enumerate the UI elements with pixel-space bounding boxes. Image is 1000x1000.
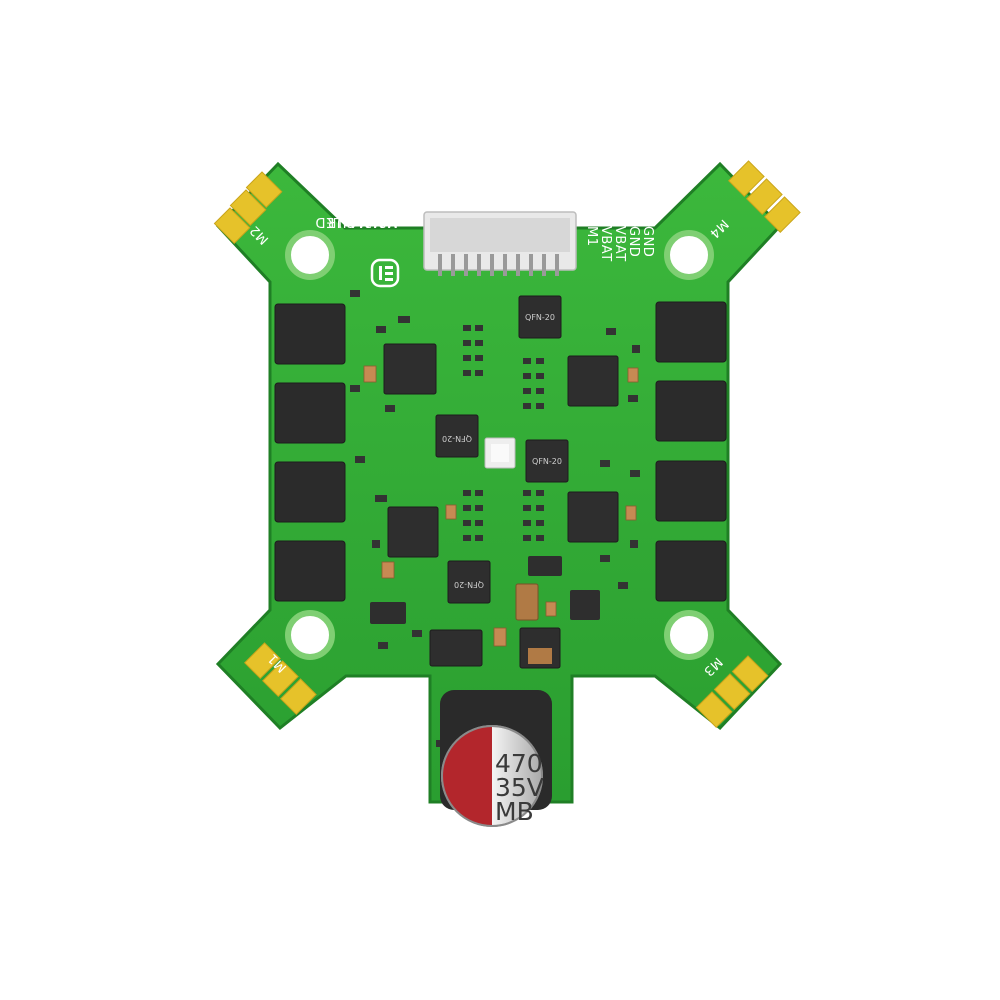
chip-label: QFN-20 [442, 434, 472, 443]
pin-label: VBAT [612, 226, 627, 262]
qfn-chip-top: QFN-20 [518, 295, 562, 339]
qfn-chip-bottom: QFN-20 [447, 560, 491, 604]
small-capacitors [363, 365, 639, 647]
capacitor-series: MB [495, 797, 534, 826]
capacitor-voltage: 35V [495, 773, 544, 802]
pin-label: GND [626, 226, 641, 257]
pin-label: VBAT [598, 226, 613, 262]
pin-label: CUR [327, 214, 356, 229]
chip-label: QFN-20 [525, 313, 555, 322]
pin-label: M3 [364, 214, 385, 229]
chip-label: QFN-20 [532, 457, 562, 466]
chip-label: QFN-20 [454, 580, 484, 589]
pin-label: LED [315, 214, 342, 229]
mosfets-right [655, 301, 727, 602]
qfn-chip-center-left: QFN-20 [435, 414, 479, 458]
brand-logo-icon [370, 258, 400, 288]
pin-label: GND [640, 226, 655, 257]
electrolytic-capacitor: 470 35V MB [440, 690, 552, 827]
qfn-chip-center-right: QFN-20 [525, 439, 569, 483]
passive-components [350, 290, 640, 747]
left-header-labels: M2 M3 M4 CUR LED [315, 214, 398, 229]
pin-label: M2 [378, 214, 399, 229]
signal-connector [423, 211, 577, 276]
pin-label: M4 [350, 214, 371, 229]
motor-pads-top-left [213, 171, 283, 245]
motor-pads-top-right [728, 160, 801, 233]
center-white-component [484, 437, 516, 469]
mosfets-left [274, 303, 346, 602]
mounting-holes [285, 230, 714, 660]
capacitor-value: 470 [495, 749, 543, 778]
right-header-labels: GND GND VBAT VBAT M1 [584, 226, 655, 262]
motor-pads-bottom-right [695, 655, 769, 729]
bottom-power-components [370, 556, 600, 669]
driver-chips [383, 343, 619, 558]
pin-label: M1 [584, 226, 599, 247]
motor-pads-bottom-left [244, 642, 317, 715]
